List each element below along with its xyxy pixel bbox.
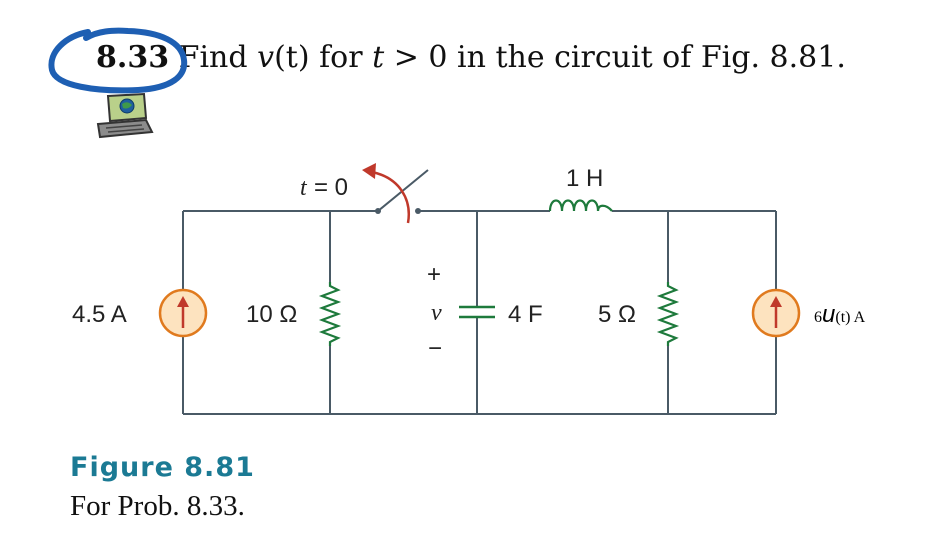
resistor-left-label: 10 Ω (246, 301, 297, 328)
laptop-web-icon (96, 92, 154, 139)
resistor-5-icon (656, 282, 680, 346)
voltage-plus-sign: + (427, 261, 441, 288)
inductor-icon (548, 199, 613, 212)
blue-circle-highlight-icon (48, 27, 188, 94)
current-source-right-u: u (822, 301, 835, 328)
current-source-right-icon (751, 288, 801, 338)
switch-arrow-icon (362, 163, 410, 224)
problem-statement: 8.33 Find v(t) for t > 0 in the circuit … (96, 40, 846, 75)
figure-title: Figure 8.81 (70, 452, 255, 483)
current-source-right-prefix: 6 (814, 309, 822, 326)
problem-var-t: t (372, 40, 385, 75)
problem-text-for: for (309, 40, 373, 75)
problem-var-v: v (257, 40, 275, 75)
problem-text-condition: > 0 in the circuit of Fig. 8.81. (384, 40, 846, 75)
voltage-variable: v (431, 300, 442, 326)
wires (182, 210, 777, 415)
current-source-left-icon (158, 288, 208, 338)
current-source-right-suffix: (t) A (835, 309, 865, 326)
capacitor-label: 4 F (508, 301, 543, 328)
resistor-right-label: 5 Ω (598, 301, 636, 328)
problem-t-paren: (t) (274, 40, 310, 75)
resistor-10-icon (318, 282, 342, 346)
current-source-right-label: 6u(t) A (814, 301, 866, 328)
figure-caption: For Prob. 8.33. (70, 490, 245, 522)
capacitor-icon (459, 305, 495, 319)
inductor-label: 1 H (566, 165, 603, 192)
switch-label-t: t (300, 175, 308, 201)
problem-text-find: Find (178, 40, 258, 75)
current-source-left-label: 4.5 A (72, 301, 127, 328)
switch-label: = 0 (314, 174, 348, 201)
problem-number: 8.33 (96, 40, 170, 75)
voltage-minus-sign: − (428, 335, 442, 362)
